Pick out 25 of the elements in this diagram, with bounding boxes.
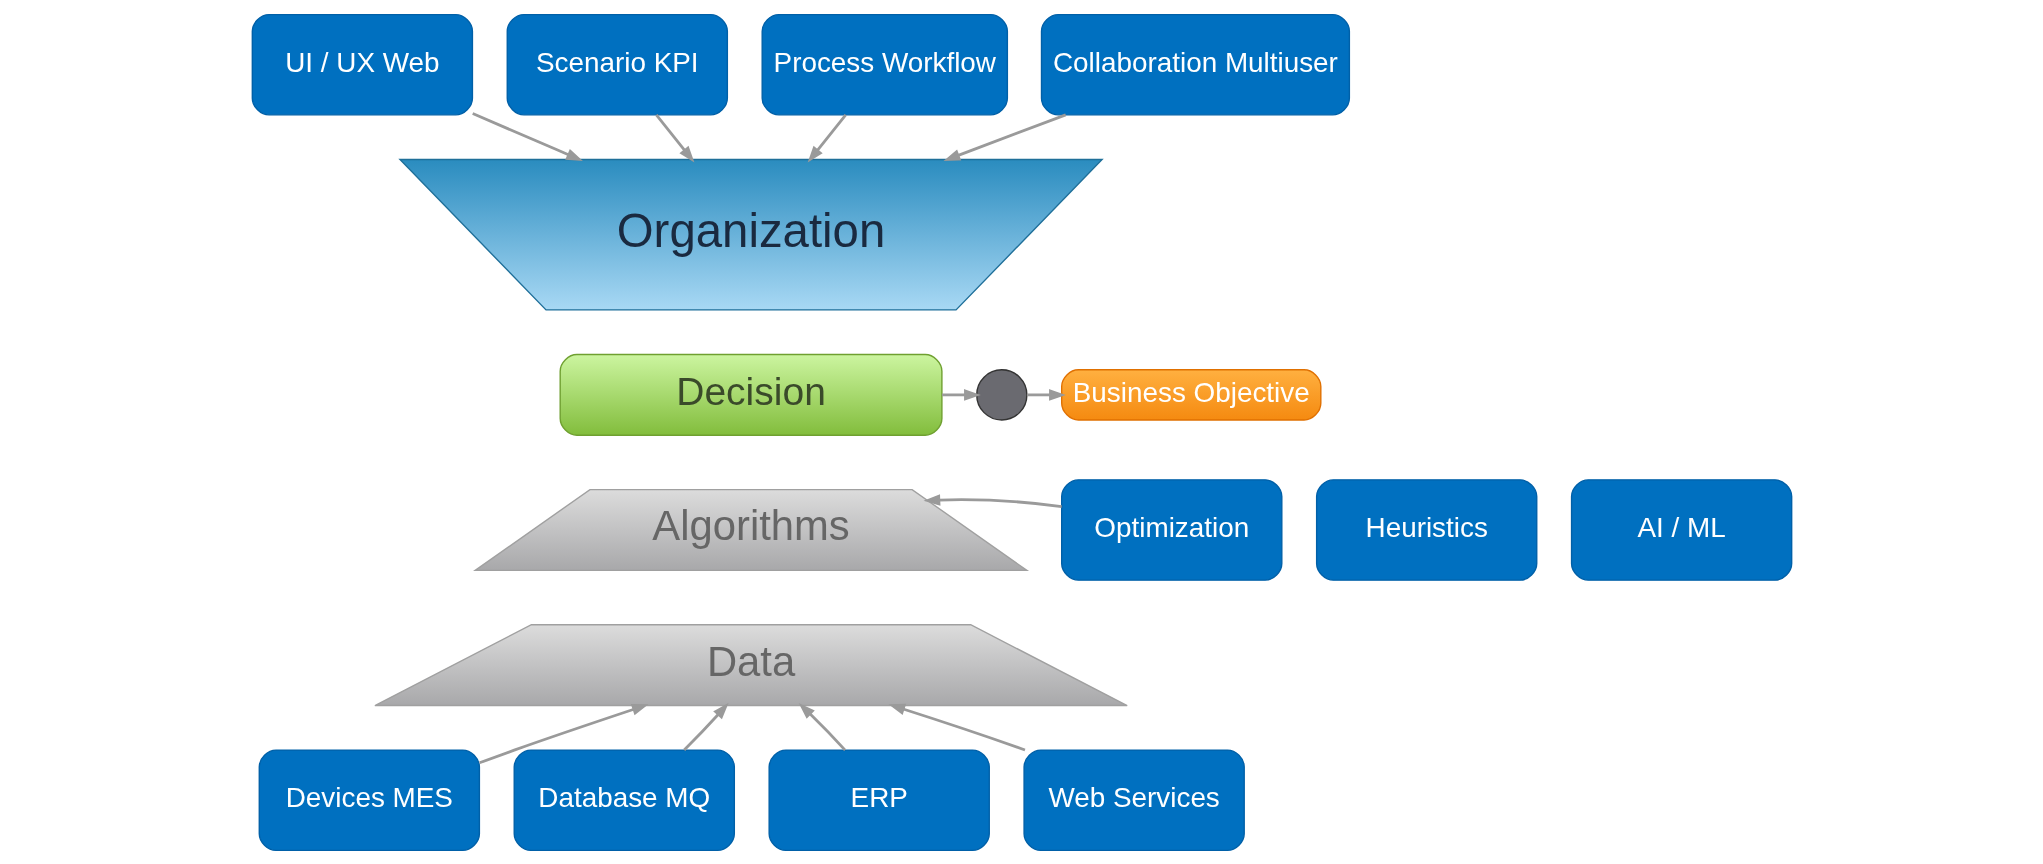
node-box: Heuristics bbox=[1315, 478, 1537, 581]
arrow bbox=[654, 113, 694, 163]
arrow bbox=[941, 388, 981, 401]
arrow bbox=[943, 113, 1066, 161]
arrow bbox=[471, 111, 583, 161]
arrow bbox=[682, 702, 729, 751]
node-box: ERP bbox=[767, 748, 990, 851]
node-box: Process Workflow bbox=[761, 13, 1008, 116]
arrow bbox=[1026, 388, 1066, 401]
arrow bbox=[798, 702, 846, 751]
node-box: AI / ML bbox=[1570, 478, 1792, 581]
arrow bbox=[478, 703, 649, 764]
node-box: Database MQ bbox=[513, 748, 735, 851]
arrow bbox=[887, 703, 1025, 751]
node-box: Optimization bbox=[1060, 478, 1282, 581]
node-box: Collaboration Multiuser bbox=[1040, 13, 1350, 116]
node-box: Business Objective bbox=[1060, 368, 1321, 421]
node-box: Decision bbox=[559, 353, 943, 436]
node-box: Web Services bbox=[1022, 748, 1245, 851]
node-box: Scenario KPI bbox=[506, 13, 728, 116]
node-box: UI / UX Web bbox=[251, 13, 473, 116]
node-box: Devices MES bbox=[258, 748, 480, 851]
node-circle bbox=[975, 368, 1028, 421]
arrow bbox=[807, 113, 847, 163]
arrow bbox=[923, 493, 1062, 508]
